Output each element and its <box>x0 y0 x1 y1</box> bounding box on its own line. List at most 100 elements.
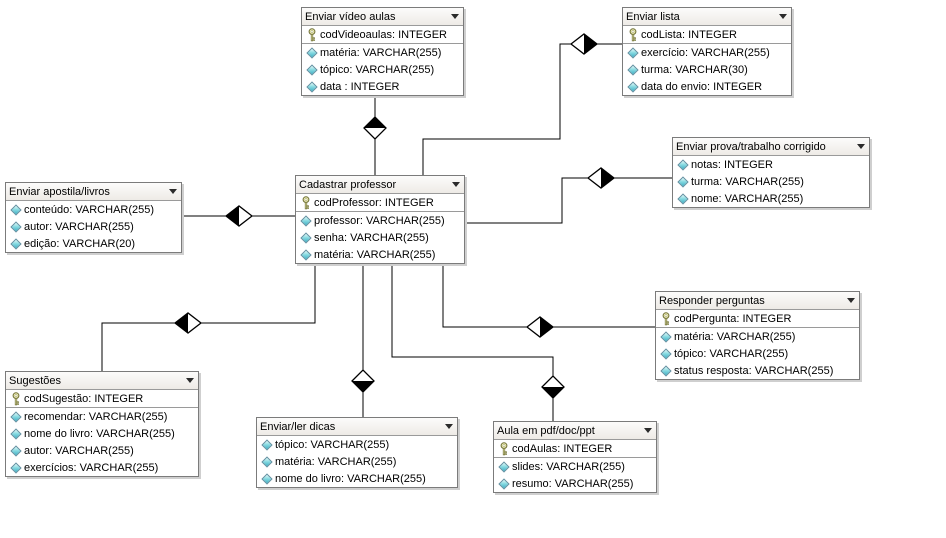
diamond-glyph <box>676 192 689 205</box>
chevron-down-icon[interactable] <box>451 14 459 19</box>
field-label: matéria: VARCHAR(255) <box>314 248 436 261</box>
table-enviar-apostila-livros[interactable]: Enviar apostila/livros conteúdo: VARCHAR(… <box>5 182 182 253</box>
field-label: tópico: VARCHAR(255) <box>320 63 435 76</box>
field-row[interactable]: slides: VARCHAR(255) <box>494 457 656 475</box>
field-label: nome do livro: VARCHAR(255) <box>24 427 175 440</box>
chevron-down-icon[interactable] <box>644 428 652 433</box>
relationship-diamond-fill-professor-aulapdf <box>542 387 564 398</box>
field-diamond-icon <box>676 192 689 205</box>
table-enviar-ler-dicas[interactable]: Enviar/ler dicas tópico: VARCHAR(255) maté… <box>256 417 458 488</box>
table-header-cadastrar-professor[interactable]: Cadastrar professor <box>296 176 464 194</box>
relationship-diamond-fill-professor-lista <box>584 34 597 54</box>
field-diamond-icon <box>260 472 273 485</box>
field-label: codSugestão: INTEGER <box>24 392 144 405</box>
field-label: conteúdo: VARCHAR(255) <box>24 203 155 216</box>
field-row[interactable]: matéria: VARCHAR(255) <box>296 246 464 263</box>
field-row[interactable]: resumo: VARCHAR(255) <box>494 475 656 492</box>
field-label: codLista: INTEGER <box>641 28 737 41</box>
field-label: recomendar: VARCHAR(255) <box>24 410 168 423</box>
chevron-down-icon[interactable] <box>186 378 194 383</box>
field-diamond-icon <box>299 214 312 227</box>
table-sugestoes[interactable]: Sugestões codSugestão: INTEGER recomendar:… <box>5 371 199 477</box>
table-header-enviar-lista[interactable]: Enviar lista <box>623 8 791 26</box>
table-enviar-lista[interactable]: Enviar lista codLista: INTEGER exercício: … <box>622 7 792 96</box>
field-row[interactable]: autor: VARCHAR(255) <box>6 442 198 459</box>
relationship-diamond-fill-professor-perguntas <box>540 317 553 337</box>
table-header-enviar-ler-dicas[interactable]: Enviar/ler dicas <box>257 418 457 436</box>
field-row[interactable]: data do envio: INTEGER <box>623 78 791 95</box>
field-diamond-icon <box>659 347 672 360</box>
field-row[interactable]: matéria: VARCHAR(255) <box>656 327 859 345</box>
field-label: data : INTEGER <box>320 80 400 93</box>
field-row[interactable]: turma: VARCHAR(255) <box>673 173 869 190</box>
chevron-down-icon[interactable] <box>847 298 855 303</box>
chevron-down-icon[interactable] <box>169 189 177 194</box>
table-header-sugestoes[interactable]: Sugestões <box>6 372 198 390</box>
relationship-diamond-fill-professor-apostila <box>226 206 239 226</box>
table-header-enviar-apostila-livros[interactable]: Enviar apostila/livros <box>6 183 181 201</box>
diamond-glyph <box>9 427 22 440</box>
field-label: codAulas: INTEGER <box>512 442 613 455</box>
diamond-glyph <box>659 364 672 377</box>
field-row[interactable]: tópico: VARCHAR(255) <box>656 345 859 362</box>
field-diamond-icon <box>9 444 22 457</box>
field-row[interactable]: codSugestão: INTEGER <box>6 390 198 407</box>
field-row[interactable]: nome do livro: VARCHAR(255) <box>6 425 198 442</box>
field-row[interactable]: turma: VARCHAR(30) <box>623 61 791 78</box>
chevron-down-icon[interactable] <box>452 182 460 187</box>
chevron-down-icon[interactable] <box>445 424 453 429</box>
field-row[interactable]: codAulas: INTEGER <box>494 440 656 457</box>
table-header-responder-perguntas[interactable]: Responder perguntas <box>656 292 859 310</box>
field-row[interactable]: exercícios: VARCHAR(255) <box>6 459 198 476</box>
chevron-down-icon[interactable] <box>779 14 787 19</box>
field-row[interactable]: nome: VARCHAR(255) <box>673 190 869 207</box>
field-row[interactable]: tópico: VARCHAR(255) <box>302 61 463 78</box>
table-header-aula-em-pdf-doc-ppt[interactable]: Aula em pdf/doc/ppt <box>494 422 656 440</box>
field-label: nome do livro: VARCHAR(255) <box>275 472 426 485</box>
field-label: tópico: VARCHAR(255) <box>674 347 789 360</box>
diamond-glyph <box>299 214 312 227</box>
field-row[interactable]: codProfessor: INTEGER <box>296 194 464 211</box>
field-row[interactable]: autor: VARCHAR(255) <box>6 218 181 235</box>
field-label: tópico: VARCHAR(255) <box>275 438 390 451</box>
diamond-glyph <box>305 46 318 59</box>
field-row[interactable]: data : INTEGER <box>302 78 463 95</box>
field-label: nome: VARCHAR(255) <box>691 192 804 205</box>
field-diamond-icon <box>260 438 273 451</box>
field-diamond-icon <box>9 237 22 250</box>
table-aula-em-pdf-doc-ppt[interactable]: Aula em pdf/doc/ppt codAulas: INTEGER slid… <box>493 421 657 493</box>
field-label: codProfessor: INTEGER <box>314 196 434 209</box>
field-row[interactable]: professor: VARCHAR(255) <box>296 211 464 229</box>
field-row[interactable]: recomendar: VARCHAR(255) <box>6 407 198 425</box>
table-header-enviar-video-aulas[interactable]: Enviar vídeo aulas <box>302 8 463 26</box>
table-cadastrar-professor[interactable]: Cadastrar professor codProfessor: INTEGER… <box>295 175 465 264</box>
relationship-line-professor-sugestoes[interactable] <box>101 263 316 371</box>
field-row[interactable]: codPergunta: INTEGER <box>656 310 859 327</box>
field-row[interactable]: edição: VARCHAR(20) <box>6 235 181 252</box>
field-row[interactable]: matéria: VARCHAR(255) <box>257 453 457 470</box>
field-row[interactable]: senha: VARCHAR(255) <box>296 229 464 246</box>
field-row[interactable]: exercício: VARCHAR(255) <box>623 43 791 61</box>
field-row[interactable]: nome do livro: VARCHAR(255) <box>257 470 457 487</box>
key-icon-glyph <box>12 391 19 405</box>
key-icon <box>299 195 312 210</box>
field-row[interactable]: codLista: INTEGER <box>623 26 791 43</box>
relationship-line-professor-prova[interactable] <box>463 177 672 224</box>
field-row[interactable]: notas: INTEGER <box>673 156 869 173</box>
relationship-line-professor-perguntas[interactable] <box>442 263 655 328</box>
field-diamond-icon <box>9 203 22 216</box>
relationship-line-professor-aulapdf[interactable] <box>391 263 554 421</box>
diamond-glyph <box>9 220 22 233</box>
field-label: exercício: VARCHAR(255) <box>641 46 770 59</box>
field-row[interactable]: tópico: VARCHAR(255) <box>257 436 457 453</box>
field-row[interactable]: status resposta: VARCHAR(255) <box>656 362 859 379</box>
field-row[interactable]: matéria: VARCHAR(255) <box>302 43 463 61</box>
field-row[interactable]: conteúdo: VARCHAR(255) <box>6 201 181 218</box>
table-header-enviar-prova-trabalho-corrigido[interactable]: Enviar prova/trabalho corrigido <box>673 138 869 156</box>
field-row[interactable]: codVideoaulas: INTEGER <box>302 26 463 43</box>
chevron-down-icon[interactable] <box>857 144 865 149</box>
